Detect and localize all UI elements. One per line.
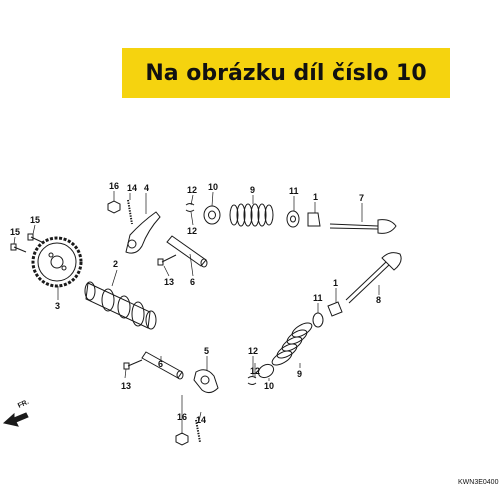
callout-9-upper: 9: [250, 185, 255, 195]
spring-retainer-lower: [257, 363, 275, 379]
callout-12-upper-b: 12: [187, 226, 197, 236]
callout-5: 5: [204, 346, 209, 356]
callout-1-lower: 1: [333, 278, 338, 288]
callout-8: 8: [376, 295, 381, 305]
spring-seat-lower: [312, 312, 324, 328]
spring-retainer-upper: [203, 205, 221, 225]
sprocket-bolt-lower: [10, 243, 27, 253]
callout-9-lower: 9: [297, 369, 302, 379]
callout-2: 2: [113, 259, 118, 269]
valve-cotter-upper: [185, 203, 195, 212]
callout-15-a: 15: [30, 215, 40, 225]
diagram-code: KWN3E0400: [458, 479, 499, 486]
callout-12-lower-a: 12: [248, 346, 258, 356]
spring-seat-upper: [286, 210, 300, 228]
adjusting-nut-lower: [175, 432, 189, 446]
banner-text: Na obrázku díl číslo 10: [145, 60, 427, 86]
callout-14-upper: 14: [127, 183, 137, 193]
callout-12-upper-a: 12: [187, 185, 197, 195]
stem-seal-lower: [327, 301, 343, 317]
adjusting-screw-lower: [195, 419, 201, 443]
callout-16-lower: 16: [177, 412, 187, 422]
callout-7: 7: [359, 193, 364, 203]
callout-6-lower: 6: [158, 359, 163, 369]
callout-15-b: 15: [10, 227, 20, 237]
valve-spring-upper: [229, 203, 274, 227]
callout-10-upper: 10: [208, 182, 218, 192]
camshaft-sprocket: [31, 236, 83, 288]
rocker-shaft-lower: [141, 351, 184, 380]
callout-11-lower: 11: [313, 293, 323, 303]
rocker-shaft-upper: [166, 235, 208, 268]
rocker-arm-upper: [125, 211, 161, 254]
valve-upper: [329, 219, 397, 234]
callout-14-lower: 14: [196, 415, 206, 425]
stem-seal-upper: [307, 212, 321, 227]
callout-13-lower: 13: [121, 381, 131, 391]
callout-4: 4: [144, 183, 149, 193]
valve-lower: [345, 252, 402, 304]
camshaft: [84, 281, 157, 330]
direction-label: FR.: [17, 399, 30, 410]
callout-6-upper: 6: [190, 277, 195, 287]
sprocket-bolt-upper: [27, 233, 45, 244]
callout-16-upper: 16: [109, 181, 119, 191]
adjusting-screw-upper: [127, 199, 133, 225]
callout-numbers: 16 14 4 12 10 9 11 1 7 12 15 15 2 13 6 3…: [10, 181, 381, 425]
adjusting-nut-upper: [107, 200, 121, 214]
callout-10-lower: 10: [264, 381, 274, 391]
part-number-banner: Na obrázku díl číslo 10: [122, 48, 450, 98]
rocker-arm-lower: [193, 369, 219, 394]
valve-spring-lower: [271, 322, 313, 366]
leader-lines: [13, 191, 380, 434]
bolt-lower-13: [123, 359, 143, 370]
callout-11-upper: 11: [289, 186, 299, 196]
front-direction-arrow: [2, 412, 29, 427]
callout-1-upper: 1: [313, 192, 318, 202]
bolt-upper-13: [157, 254, 177, 266]
callout-12-lower-b: 12: [250, 366, 260, 376]
callout-3: 3: [55, 301, 60, 311]
callout-13-upper: 13: [164, 277, 174, 287]
